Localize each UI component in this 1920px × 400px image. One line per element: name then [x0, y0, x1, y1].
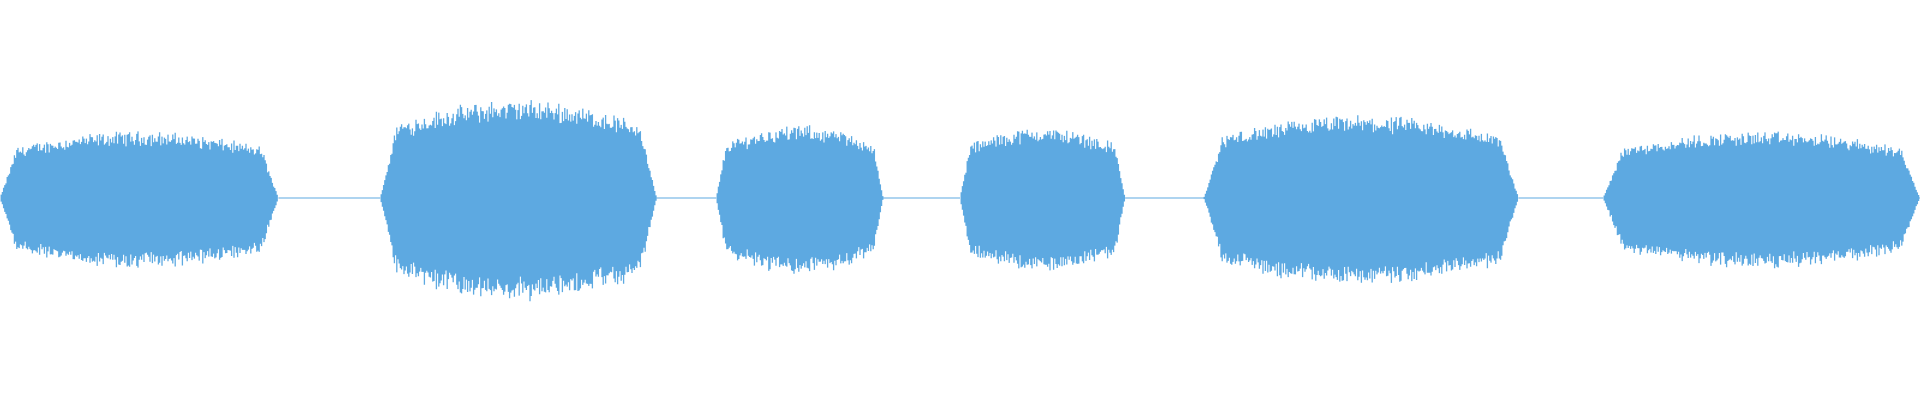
- waveform-bars: [0, 100, 1920, 302]
- waveform-signal: [0, 100, 1920, 302]
